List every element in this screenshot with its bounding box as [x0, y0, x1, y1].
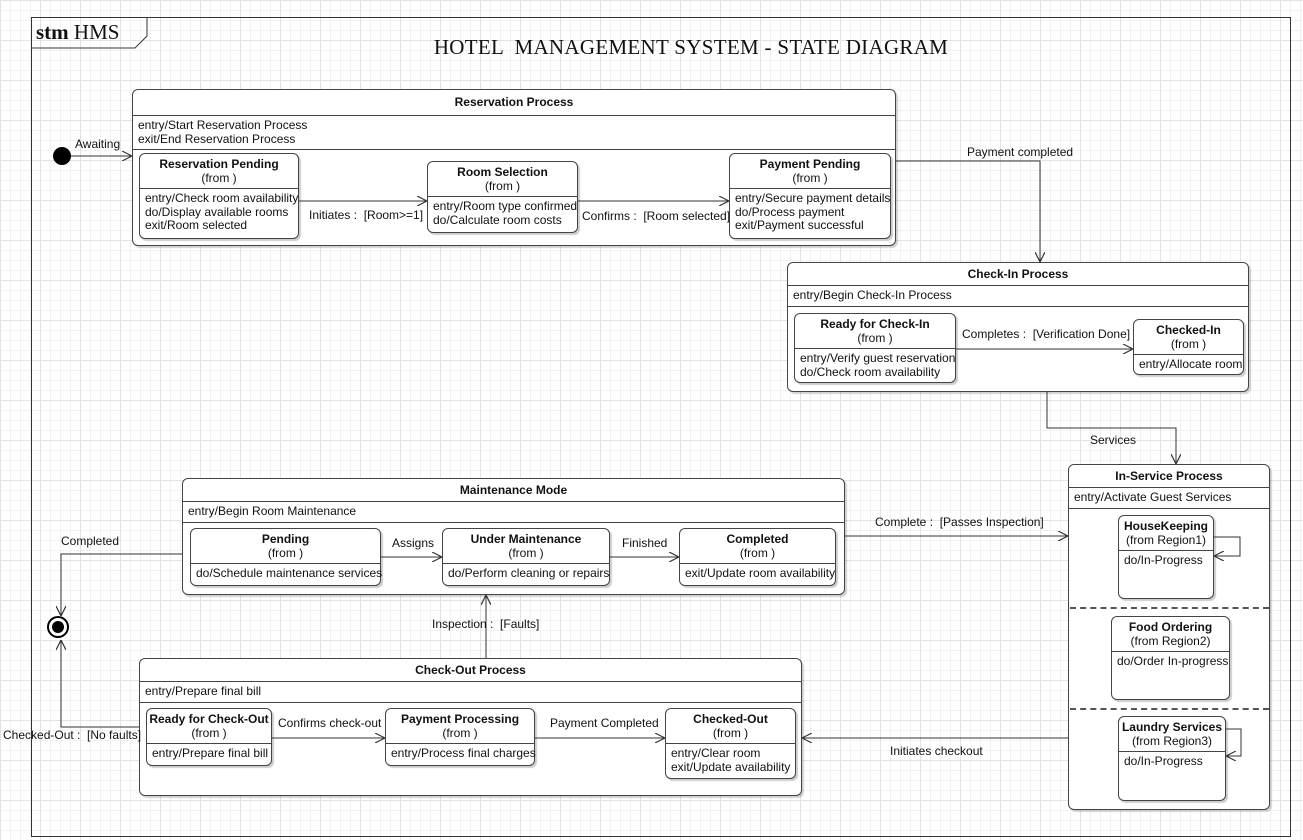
state-activities: entry/Room type confirmed do/Calculate r…	[433, 199, 578, 227]
state-from: (from )	[712, 726, 749, 740]
label-payment-completed: Payment completed	[967, 145, 1074, 159]
checkin-process-activities: entry/Begin Check-In Process	[788, 286, 1248, 307]
label-initiates: Initiates : [Room>=1]	[309, 208, 424, 222]
edge-laundry-self	[1226, 728, 1242, 756]
state-activities: entry/Clear room exit/Update availabilit…	[671, 746, 791, 774]
state-name: Ready for Check-In	[820, 317, 930, 331]
state-name: Pending	[261, 532, 310, 546]
state-name: Laundry Services	[1121, 720, 1223, 734]
region-divider-1	[1070, 607, 1269, 609]
state-under-maintenance[interactable]: Under Maintenance(from ) do/Perform clea…	[442, 528, 610, 586]
state-completed[interactable]: Completed(from ) exit/Update room availa…	[679, 528, 836, 586]
diagram-frame	[31, 17, 1291, 837]
checkout-process-title: Check-Out Process	[140, 659, 801, 682]
region-divider-2	[1070, 708, 1269, 710]
edge-services	[1046, 392, 1176, 464]
label-finished: Finished	[622, 536, 668, 550]
label-payment-completed-2: Payment Completed	[550, 716, 659, 730]
edge-housekeeping-self	[1214, 536, 1241, 556]
maintenance-mode-activities: entry/Begin Room Maintenance	[183, 502, 844, 523]
frame-tab	[31, 17, 148, 49]
edge-checked-out-nofaults	[61, 640, 139, 728]
state-name: Checked-In	[1156, 323, 1221, 337]
state-from: (from )	[267, 546, 304, 560]
frame-label: stm HMS	[36, 20, 119, 45]
label-complete-inspection: Complete : [Passes Inspection]	[875, 515, 1044, 529]
initial-state[interactable]	[53, 147, 71, 165]
state-activities: entry/Process final charges	[391, 746, 536, 760]
inservice-process-activities: entry/Activate Guest Services	[1069, 488, 1269, 509]
reservation-process-activities: entry/Start Reservation Process exit/End…	[133, 116, 895, 150]
state-from: (from )	[201, 171, 237, 185]
state-name: HouseKeeping	[1123, 519, 1208, 533]
label-confirms: Confirms : [Room selected]	[582, 209, 731, 223]
state-name: Ready for Check-Out	[149, 712, 269, 726]
state-from: (from )	[857, 331, 893, 345]
final-state[interactable]	[47, 616, 69, 638]
state-payment-pending[interactable]: Payment Pending(from ) entry/Secure paym…	[729, 153, 891, 239]
state-from: (from Region1)	[1125, 533, 1207, 547]
frame-keyword: stm	[36, 20, 69, 44]
state-name: Room Selection	[457, 165, 548, 179]
edge-payment-completed	[896, 160, 1040, 262]
state-from: (from )	[739, 546, 776, 560]
state-from: (from )	[191, 726, 227, 740]
frame-name: HMS	[73, 20, 120, 44]
label-confirms-checkout: Confirms check-out	[278, 716, 382, 730]
state-name: Payment Processing	[400, 712, 520, 726]
state-checked-out[interactable]: Checked-Out(from ) entry/Clear room exit…	[665, 708, 796, 779]
label-services: Services	[1090, 433, 1137, 447]
state-from: (from )	[484, 179, 521, 193]
state-activities: entry/Prepare final bill	[152, 746, 269, 760]
label-assigns: Assigns	[392, 536, 435, 550]
state-from: (from )	[792, 171, 828, 185]
checkout-process-activities: entry/Prepare final bill	[140, 682, 801, 703]
state-activities: entry/Allocate room	[1139, 357, 1243, 371]
inservice-process-title: In-Service Process	[1069, 465, 1269, 488]
state-payment-processing[interactable]: Payment Processing(from ) entry/Process …	[385, 708, 536, 766]
state-from: (from )	[1170, 337, 1207, 351]
state-ready-for-checkin[interactable]: Ready for Check-In(from ) entry/Verify g…	[794, 313, 956, 383]
state-activities: entry/Verify guest reservation do/Check …	[800, 351, 956, 379]
state-from: (from )	[508, 546, 544, 560]
edge-completed-final	[61, 553, 182, 616]
label-inspection-faults: Inspection : [Faults]	[432, 617, 540, 631]
state-activities: entry/Secure payment details do/Process …	[735, 191, 891, 232]
state-food-ordering[interactable]: Food Ordering(from Region2) do/Order In-…	[1111, 616, 1230, 700]
label-awaiting: Awaiting	[75, 137, 121, 151]
label-completed-final: Completed	[61, 534, 120, 548]
state-activities: do/In-Progress	[1124, 754, 1203, 768]
reservation-process-title: Reservation Process	[133, 90, 895, 116]
state-room-selection[interactable]: Room Selection(from ) entry/Room type co…	[427, 161, 578, 233]
state-activities: do/Perform cleaning or repairs	[448, 566, 610, 580]
diagram-title: HOTEL MANAGEMENT SYSTEM - STATE DIAGRAM	[433, 35, 949, 59]
state-name: Under Maintenance	[470, 532, 582, 546]
state-name: Checked-Out	[693, 712, 768, 726]
state-from: (from )	[442, 726, 478, 740]
state-from: (from Region3)	[1131, 734, 1213, 748]
state-reservation-pending[interactable]: Reservation Pending(from ) entry/Check r…	[139, 153, 299, 239]
state-name: Reservation Pending	[159, 157, 279, 171]
state-checked-in[interactable]: Checked-In(from ) entry/Allocate room	[1133, 319, 1244, 375]
state-name: Food Ordering	[1128, 620, 1213, 634]
state-activities: do/Order In-progress	[1117, 654, 1229, 668]
state-ready-for-checkout[interactable]: Ready for Check-Out(from ) entry/Prepare…	[146, 708, 272, 766]
label-initiates-checkout: Initiates checkout	[890, 744, 983, 758]
state-activities: entry/Check room availability do/Display…	[145, 191, 299, 232]
state-activities: do/Schedule maintenance services	[196, 566, 383, 580]
state-activities: exit/Update room availability	[685, 566, 836, 580]
state-name: Payment Pending	[759, 157, 861, 171]
state-from: (from Region2)	[1130, 634, 1211, 648]
state-housekeeping[interactable]: HouseKeeping(from Region1) do/In-Progres…	[1118, 515, 1214, 599]
label-checked-out-nofaults: Checked-Out : [No faults]	[3, 728, 142, 742]
label-completes: Completes : [Verification Done]	[962, 327, 1131, 341]
state-pending[interactable]: Pending(from ) do/Schedule maintenance s…	[190, 528, 383, 586]
checkin-process-title: Check-In Process	[788, 263, 1248, 286]
state-activities: do/In-Progress	[1124, 553, 1203, 567]
state-name: Completed	[726, 532, 789, 546]
maintenance-mode-title: Maintenance Mode	[183, 479, 844, 502]
state-laundry-services[interactable]: Laundry Services(from Region3) do/In-Pro…	[1118, 716, 1226, 801]
